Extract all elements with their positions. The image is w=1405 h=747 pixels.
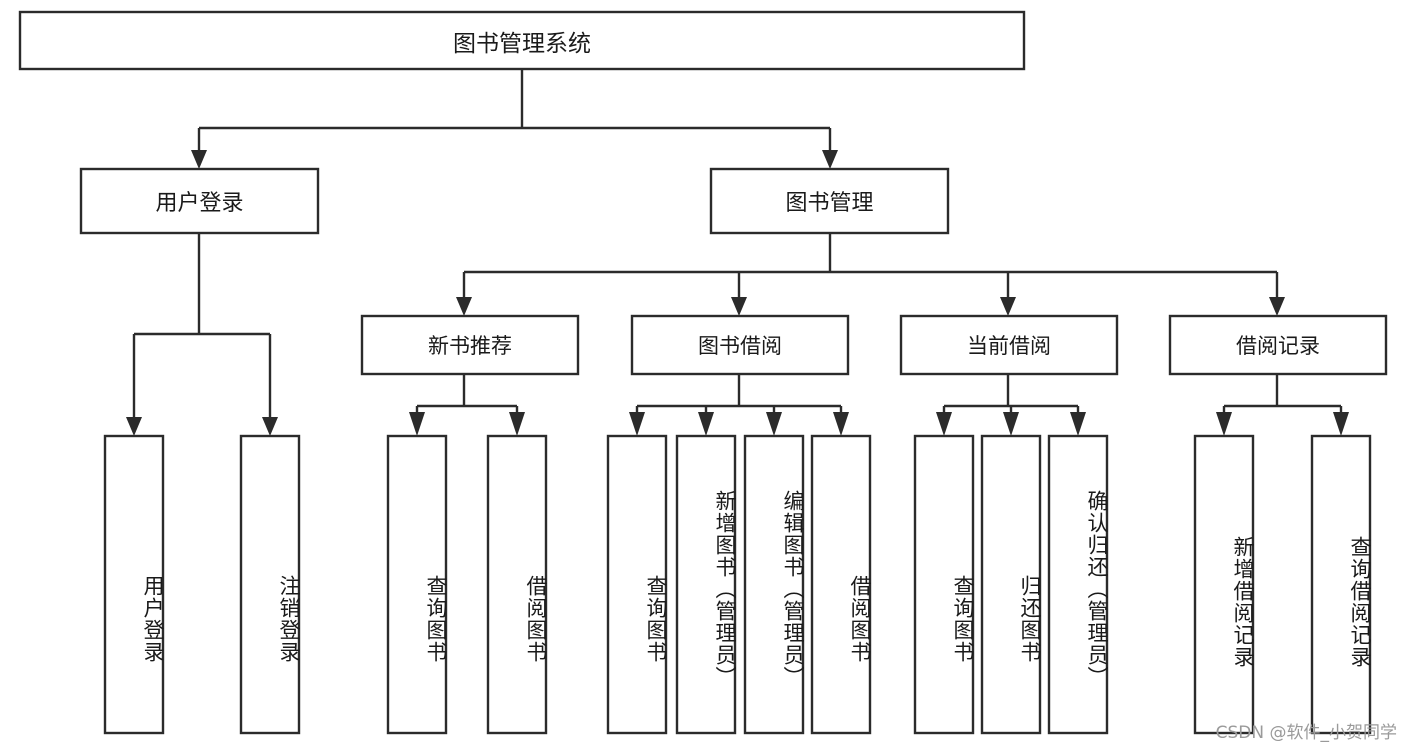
node-leaf-query-book-c[interactable] bbox=[913, 434, 975, 735]
node-leaf-query-record[interactable] bbox=[1310, 434, 1372, 735]
arrow-leaf-add-book bbox=[698, 412, 714, 436]
node-current-borrow[interactable] bbox=[899, 314, 1119, 376]
node-root[interactable] bbox=[18, 10, 1026, 71]
node-leaf-add-book[interactable] bbox=[675, 434, 737, 735]
arrow-current-borrow bbox=[1000, 297, 1016, 316]
connector-group-book-borrow bbox=[629, 374, 849, 436]
node-leaf-edit-book[interactable] bbox=[743, 434, 805, 735]
node-leaf-add-record[interactable] bbox=[1193, 434, 1255, 735]
node-leaf-borrow-book-a[interactable] bbox=[486, 434, 548, 735]
connector-group-book-manage bbox=[456, 233, 1285, 316]
arrow-leaf-query-book-c bbox=[936, 412, 952, 436]
node-leaf-return-book[interactable] bbox=[980, 434, 1042, 735]
node-leaf-user-login[interactable] bbox=[103, 434, 165, 735]
arrow-book-borrow bbox=[731, 297, 747, 316]
arrow-leaf-return-book bbox=[1003, 412, 1019, 436]
arrow-leaf-query-record bbox=[1333, 412, 1349, 436]
arrow-leaf-logout bbox=[262, 417, 278, 436]
arrow-leaf-borrow-book-b bbox=[833, 412, 849, 436]
arrow-leaf-user-login bbox=[126, 417, 142, 436]
arrow-borrow-record bbox=[1269, 297, 1285, 316]
node-leaf-confirm-return[interactable] bbox=[1047, 434, 1109, 735]
arrow-leaf-add-record bbox=[1216, 412, 1232, 436]
connector-group-new-book-rec bbox=[409, 374, 525, 436]
connector-group-current-borrow bbox=[936, 374, 1086, 436]
arrow-leaf-borrow-book-a bbox=[509, 412, 525, 436]
node-leaf-query-book-b[interactable] bbox=[606, 434, 668, 735]
arrow-leaf-query-book-a bbox=[409, 412, 425, 436]
node-borrow-record[interactable] bbox=[1168, 314, 1388, 376]
arrow-leaf-confirm-return bbox=[1070, 412, 1086, 436]
node-new-book-rec[interactable] bbox=[360, 314, 580, 376]
connector-group-root bbox=[191, 69, 838, 169]
node-book-manage[interactable] bbox=[709, 167, 950, 235]
arrow-new-book-rec bbox=[456, 297, 472, 316]
node-leaf-logout[interactable] bbox=[239, 434, 301, 735]
arrow-book-manage bbox=[822, 150, 838, 169]
connector-group-user-login bbox=[126, 233, 278, 436]
arrow-leaf-query-book-b bbox=[629, 412, 645, 436]
node-user-login[interactable] bbox=[79, 167, 320, 235]
node-leaf-query-book-a[interactable] bbox=[386, 434, 448, 735]
node-book-borrow[interactable] bbox=[630, 314, 850, 376]
arrow-leaf-edit-book bbox=[766, 412, 782, 436]
connector-group-borrow-record bbox=[1216, 374, 1349, 436]
arrow-user-login bbox=[191, 150, 207, 169]
node-leaf-borrow-book-b[interactable] bbox=[810, 434, 872, 735]
